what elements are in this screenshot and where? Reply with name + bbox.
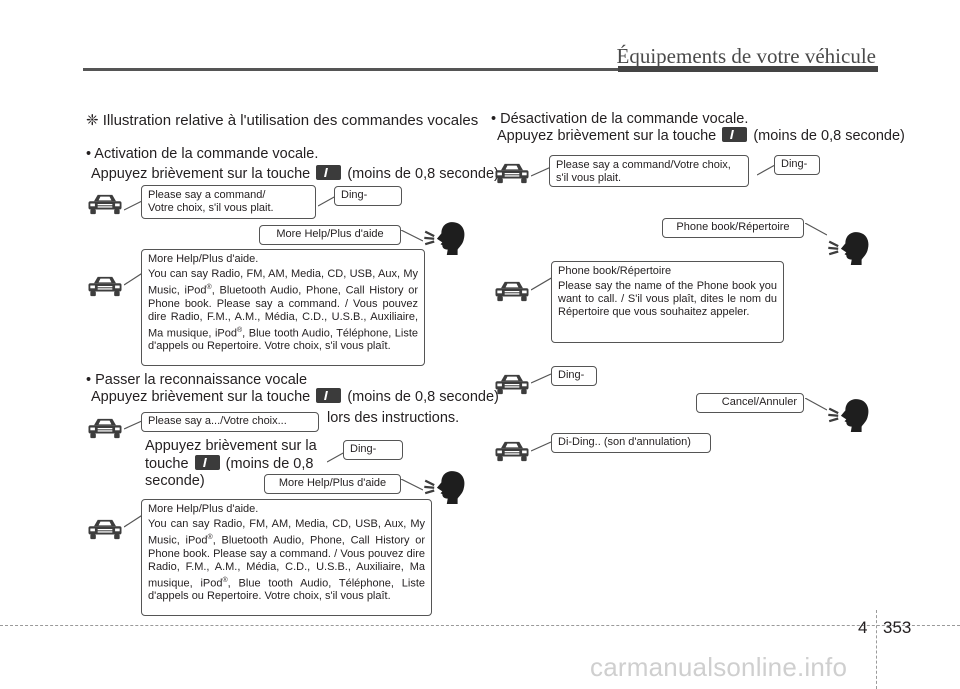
header-rule [83, 68, 878, 71]
more-help-bubble-body: You can say Radio, FM, AM, Media, CD, US… [148, 268, 419, 353]
skip-note: Appuyez brièvement sur la touche (moins … [145, 438, 325, 490]
phonebook-command-pill: Phone book/Répertoire [662, 218, 804, 238]
more-help-bubble: More Help/Plus d'aide. You can say Radio… [141, 249, 425, 366]
activation-instruction: Appuyez brièvement sur la touche (moins … [91, 165, 499, 182]
footer-divider [876, 610, 877, 689]
voice-button-icon [722, 127, 748, 142]
bubble-tail [531, 373, 551, 384]
activation-bullet: • Activation de la commande vocale. [86, 146, 319, 162]
skip-note-line3: seconde) [145, 473, 205, 489]
ding-bubble: Ding- [774, 155, 820, 175]
say-short-bubble: Please say a.../Votre choix... [141, 412, 319, 432]
bubble-tail [805, 398, 827, 411]
chapter-number: 4 [858, 618, 868, 637]
car-icon [493, 280, 531, 302]
cancel-command-pill: Cancel/Annuler [696, 393, 804, 413]
skip-instr-before: Appuyez brièvement sur la touche [91, 389, 311, 405]
say-command-line1: Please say a command/ [148, 189, 266, 201]
skip-instruction: Appuyez brièvement sur la touche (moins … [91, 388, 499, 405]
activation-instr-before: Appuyez brièvement sur la touche [91, 166, 311, 182]
say-command-line2: s'il vous plait. [556, 172, 622, 184]
page-number: 353 [883, 618, 912, 637]
car-icon [86, 193, 124, 215]
illustration-title: ❈ Illustration relative à l'utilisation … [86, 112, 479, 129]
say-command-bubble: Please say a command/ Votre choix, s'il … [141, 185, 316, 219]
phonebook-bubble-body: Please say the name of the Phone book yo… [558, 280, 777, 318]
more-help-bubble-heading: More Help/Plus d'aide. [148, 503, 259, 515]
header-tab-bar [618, 66, 878, 72]
car-icon [493, 373, 531, 395]
car-icon [493, 440, 531, 462]
skip-note-line1: Appuyez brièvement sur la [145, 438, 317, 454]
bubble-tail [531, 166, 551, 177]
more-help-command-pill: More Help/Plus d'aide [259, 225, 401, 245]
bubble-tail [805, 223, 827, 236]
skip-instr-after: (moins de 0,8 seconde) [347, 389, 499, 405]
ding-bubble: Ding- [551, 366, 597, 386]
voice-button-icon [194, 455, 220, 470]
say-command-line2: Votre choix, s'il vous plait. [148, 202, 274, 214]
bubble-tail [124, 513, 144, 528]
say-command-line1: Please say a command/Votre choix, [556, 159, 731, 171]
footer-dashed-rule [0, 625, 960, 626]
bubble-tail [401, 479, 423, 491]
skip-bullet: • Passer la reconnaissance vocale [86, 372, 308, 388]
skip-note-line2: touche (moins de 0,8 [145, 455, 314, 472]
deactivation-instr-before: Appuyez brièvement sur la touche [497, 128, 717, 144]
phonebook-bubble: Phone book/Répertoire Please say the nam… [551, 261, 784, 343]
bubble-tail [124, 199, 144, 211]
deactivation-instruction: Appuyez brièvement sur la touche (moins … [497, 127, 905, 144]
say-command-bubble: Please say a command/Votre choix, s'il v… [549, 155, 749, 187]
bubble-tail [531, 276, 553, 291]
car-icon [86, 417, 124, 439]
car-icon [86, 518, 124, 540]
car-icon [493, 162, 531, 184]
bubble-tail [401, 230, 423, 242]
bubble-tail [124, 271, 144, 286]
voice-button-icon [316, 165, 342, 180]
ding-bubble: Ding- [343, 440, 403, 460]
phonebook-bubble-heading: Phone book/Répertoire [558, 265, 672, 277]
more-help-command-pill: More Help/Plus d'aide [264, 474, 401, 494]
deactivation-bullet: • Désactivation de la commande vocale. [491, 111, 749, 127]
speaking-head-icon [423, 219, 467, 255]
activation-instr-after: (moins de 0,8 seconde) [347, 166, 499, 182]
page-header-title: Équipements de votre véhicule [616, 44, 877, 68]
more-help-bubble-body: You can say Radio, FM, AM, Media, CD, US… [148, 518, 425, 603]
cancel-sound-bubble: Di-Ding.. (son d'annulation) [551, 433, 711, 453]
deactivation-instr-after: (moins de 0,8 seconde) [753, 128, 905, 144]
speaking-head-icon [827, 396, 871, 432]
more-help-bubble-heading: More Help/Plus d'aide. [148, 253, 259, 265]
more-help-bubble: More Help/Plus d'aide. You can say Radio… [141, 499, 432, 616]
voice-button-icon [316, 388, 342, 403]
watermark: carmanualsonline.info [590, 652, 848, 682]
ding-bubble: Ding- [334, 186, 402, 206]
bubble-tail [757, 164, 775, 176]
speaking-head-icon [827, 229, 871, 265]
bubble-tail [531, 441, 551, 452]
skip-during-text: lors des instructions. [327, 410, 460, 426]
car-icon [86, 275, 124, 297]
